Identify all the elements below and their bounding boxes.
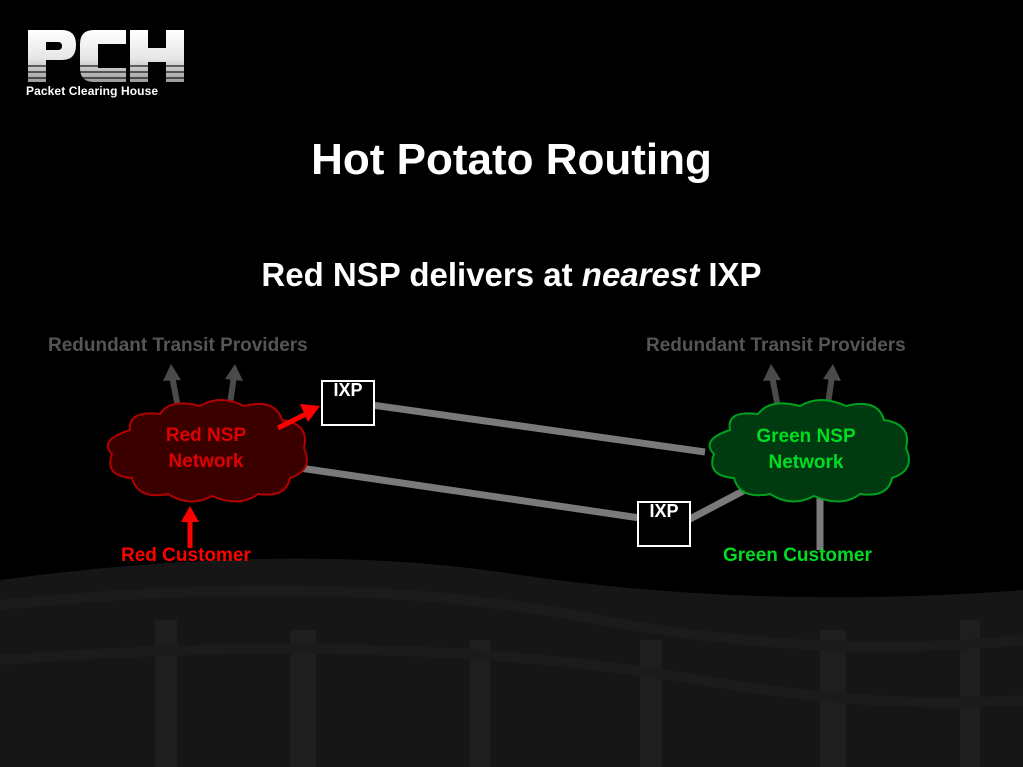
transit-label-left: Redundant Transit Providers bbox=[48, 335, 308, 356]
red-arrowhead-from-customer bbox=[181, 506, 199, 522]
subtitle-before: Red NSP delivers at bbox=[261, 256, 582, 293]
transit-arrowhead-left-2 bbox=[225, 364, 243, 381]
slide-subtitle: Red NSP delivers at nearest IXP bbox=[0, 256, 1023, 294]
green-nsp-cloud bbox=[708, 399, 910, 503]
link-red-to-ixp-bottom bbox=[299, 464, 641, 522]
green-nsp-label: Green NSP Network bbox=[736, 424, 876, 476]
subtitle-emphasis: nearest bbox=[581, 256, 700, 293]
red-nsp-label-line1: Red NSP bbox=[165, 425, 247, 446]
green-nsp-label-line2: Network bbox=[768, 452, 844, 473]
red-customer-label: Red Customer bbox=[121, 545, 251, 566]
red-arrow-to-ixp bbox=[276, 411, 308, 431]
pch-logo: Packet Clearing House bbox=[22, 26, 187, 102]
ixp-top-label: IXP bbox=[333, 380, 363, 400]
ixp-top-box: IXP bbox=[321, 380, 375, 426]
transit-label-right: Redundant Transit Providers bbox=[646, 335, 906, 356]
green-customer-label: Green Customer bbox=[723, 545, 872, 566]
red-nsp-label: Red NSP Network bbox=[136, 423, 276, 475]
transit-arrowhead-right-2 bbox=[823, 364, 841, 381]
ixp-bottom-box: IXP bbox=[637, 501, 691, 547]
ixp-bottom-label: IXP bbox=[649, 501, 679, 521]
red-nsp-cloud bbox=[106, 399, 308, 503]
red-arrowhead-to-ixp bbox=[300, 404, 320, 422]
slide-title: Hot Potato Routing bbox=[311, 135, 712, 184]
link-ixp-bottom-to-green bbox=[686, 486, 747, 524]
transit-arrowhead-right-1 bbox=[763, 364, 781, 381]
green-nsp-label-line1: Green NSP bbox=[756, 426, 856, 447]
transit-arrowhead-left-1 bbox=[163, 364, 181, 381]
link-ixp-top-to-green bbox=[371, 401, 706, 456]
subtitle-after: IXP bbox=[699, 256, 762, 293]
pch-logo-name: Packet Clearing House bbox=[26, 84, 159, 98]
red-nsp-label-line2: Network bbox=[168, 451, 244, 472]
pch-logo-mark bbox=[22, 30, 187, 82]
